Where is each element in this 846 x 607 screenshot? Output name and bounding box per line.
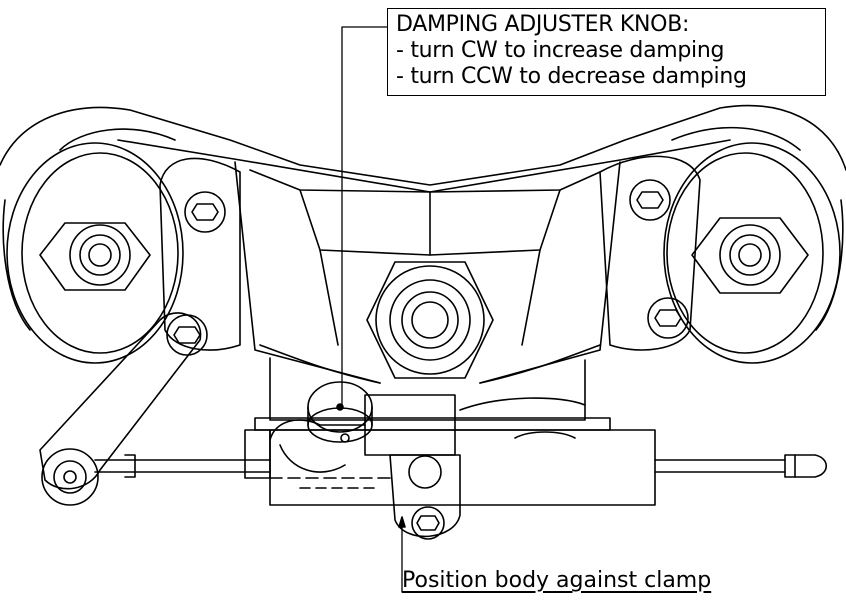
left-plate — [159, 157, 241, 351]
triple-clamp-outline — [0, 104, 846, 193]
callout-line-cw: - turn CW to increase damping — [396, 38, 725, 63]
clamp-block — [389, 454, 461, 538]
steering-stem-nut — [366, 261, 494, 379]
callout-line-ccw: - turn CCW to decrease damping — [396, 64, 747, 89]
socket-screws — [166, 179, 689, 540]
damper-body — [244, 429, 656, 506]
right-wheel — [663, 142, 844, 364]
clamp-position-label: Position body against clamp — [402, 568, 712, 593]
left-link-arm — [39, 312, 202, 506]
damping-adjuster-knob — [307, 381, 373, 443]
adjuster-housing — [269, 394, 456, 473]
leader-lines — [341, 26, 406, 593]
callout-title: DAMPING ADJUSTER KNOB: — [396, 12, 690, 37]
central-body — [234, 161, 621, 384]
right-plate — [599, 155, 701, 351]
damping-adjuster-callout: DAMPING ADJUSTER KNOB: - turn CW to incr… — [387, 8, 826, 96]
left-wheel — [2, 142, 184, 364]
damper-rod — [94, 454, 828, 478]
